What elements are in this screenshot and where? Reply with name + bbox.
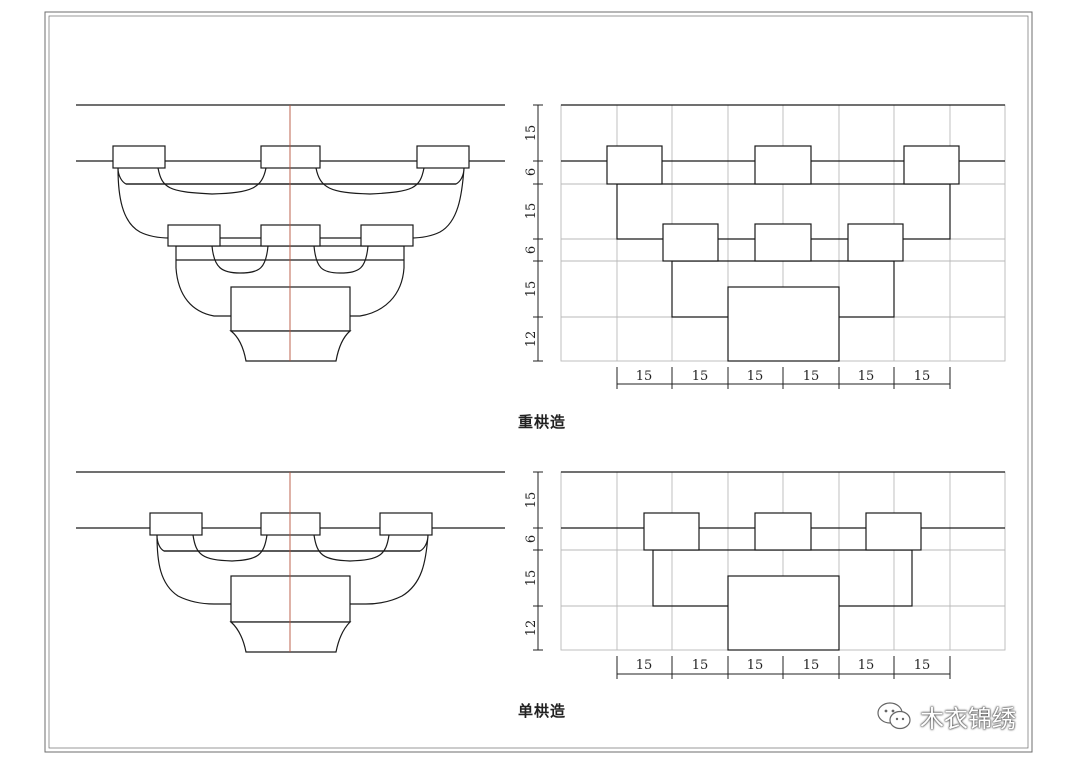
grid-main-block (727, 575, 840, 651)
mid-block-center (260, 224, 321, 247)
main-block-upper (230, 575, 351, 623)
h-dim-label: 15 (914, 369, 931, 384)
lobe-left (192, 534, 268, 562)
mid-lobe-left (211, 245, 269, 274)
h-dim-label: 15 (747, 369, 764, 384)
grid-top-block-right (903, 145, 960, 185)
h-dim-label: 15 (692, 369, 709, 384)
sheet-frame (44, 11, 1033, 753)
grid-top-block-left (606, 145, 663, 185)
top-block-center (260, 145, 321, 169)
grid-arm (652, 549, 913, 607)
v-dim-label: 6 (524, 168, 539, 176)
main-block-base (229, 330, 352, 362)
v-dim-label: 15 (524, 203, 539, 220)
grid-upper-arm (616, 183, 951, 240)
h-dim-label: 15 (803, 658, 820, 673)
caption-double-bracket: 重栱造 (518, 413, 566, 431)
h-dim-label: 15 (858, 369, 875, 384)
double-bracket-grid: 15 6 15 6 15 12 15 15 15 15 15 15 (524, 104, 1006, 389)
grid-main-block (727, 286, 840, 362)
upper-lobe-left (157, 167, 267, 195)
v-dim-label: 6 (524, 535, 539, 543)
h-dim-label: 15 (692, 658, 709, 673)
grid-top-block-right (865, 512, 922, 551)
mid-lobe-right (313, 245, 369, 274)
v-dim-label: 15 (524, 492, 539, 509)
grid-mid-block-left (662, 223, 719, 262)
top-block-right (416, 145, 470, 169)
grid-top-block-left (643, 512, 700, 551)
vertical-dim-ticks (533, 471, 543, 651)
watermark: 木衣锦绣 (876, 696, 1016, 736)
h-dim-label: 15 (747, 658, 764, 673)
horizontal-dim-ticks (616, 367, 951, 389)
top-block-left (112, 145, 166, 169)
single-bracket-grid: 15 6 15 12 15 15 15 15 15 15 (524, 471, 1006, 679)
main-block-upper (230, 286, 351, 332)
grid-top-block-center (754, 512, 812, 551)
main-block-base (229, 621, 352, 653)
double-bracket-elevation (76, 104, 505, 362)
lobe-right (313, 534, 390, 562)
v-dim-label: 12 (524, 331, 539, 348)
h-dim-label: 15 (858, 658, 875, 673)
mid-block-right (360, 224, 414, 247)
h-dim-label: 15 (636, 658, 653, 673)
top-block-right (379, 512, 433, 536)
grid-mid-block-right (847, 223, 904, 262)
v-dim-label: 15 (524, 281, 539, 298)
h-dim-label: 15 (803, 369, 820, 384)
horizontal-dim-ticks (616, 656, 951, 679)
h-dim-label: 15 (636, 369, 653, 384)
v-dim-label: 6 (524, 246, 539, 254)
h-dim-label: 15 (914, 658, 931, 673)
mid-block-left (167, 224, 221, 247)
top-block-center (260, 512, 321, 536)
vertical-dim-ticks (533, 104, 543, 362)
single-bracket-elevation (76, 471, 505, 653)
v-dim-label: 15 (524, 570, 539, 587)
v-dim-label: 15 (524, 125, 539, 142)
grid-lower-arm (671, 260, 895, 318)
grid-mid-block-center (754, 223, 812, 262)
upper-lobe-right (315, 167, 425, 195)
top-block-left (149, 512, 203, 536)
wechat-icon (877, 702, 911, 730)
v-dim-label: 12 (524, 620, 539, 637)
watermark-text: 木衣锦绣 (920, 704, 1016, 733)
caption-single-bracket: 单栱造 (518, 702, 566, 720)
grid-top-block-center (754, 145, 812, 185)
